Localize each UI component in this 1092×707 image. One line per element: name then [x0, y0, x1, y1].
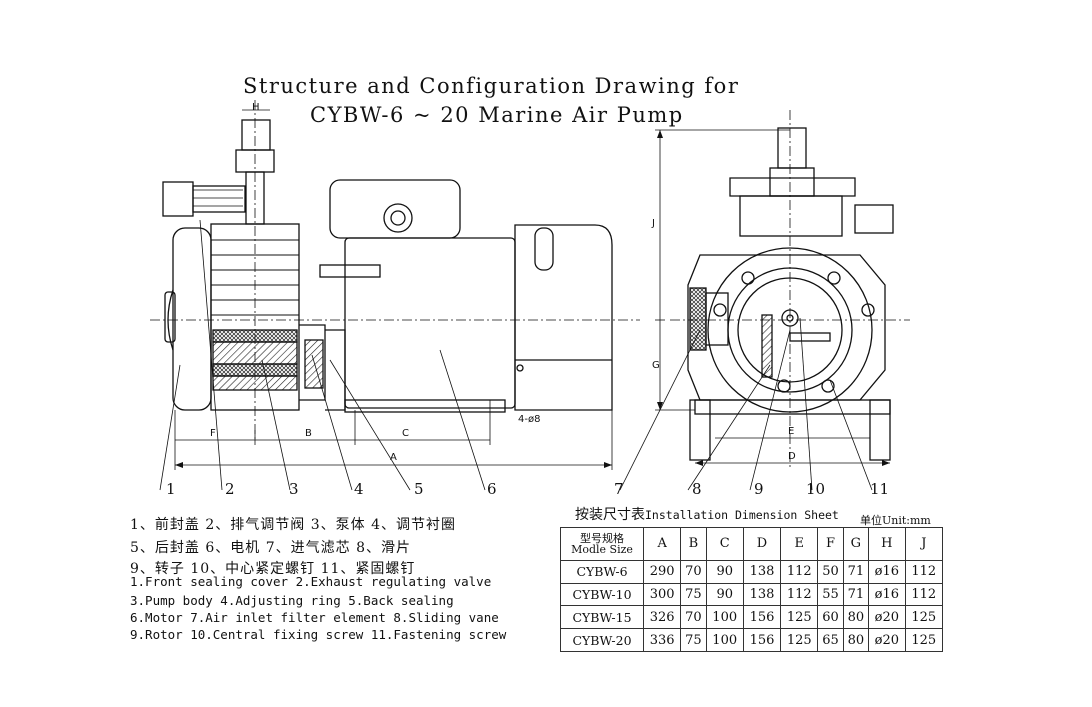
cell: ø16 [868, 559, 906, 584]
dim-label-f: F [210, 428, 216, 439]
cell: 290 [642, 559, 682, 584]
cell: 112 [904, 559, 944, 584]
sheet-unit: 单位Unit:mm [860, 514, 931, 527]
dim-label-g: G [652, 360, 660, 371]
row-model: CYBW-10 [560, 582, 644, 607]
sheet-title: 按装尺寸表Installation Dimension Sheet [575, 504, 839, 524]
table-row: CYBW-6 290 70 90 138 112 50 71 ø16 112 [560, 559, 944, 584]
cell: 125 [904, 628, 944, 652]
callout-3: 3 [289, 480, 299, 498]
legend-cn-line2: 5、后封盖 6、电机 7、进气滤芯 8、滑片 [130, 540, 411, 556]
front-sealing-cover [172, 227, 212, 411]
col-header-f: F [817, 527, 844, 561]
cell: 55 [817, 582, 844, 607]
cell: 326 [642, 605, 682, 630]
cell: 112 [780, 582, 819, 607]
table-row: CYBW-10 300 75 90 138 112 55 71 ø16 112 [560, 582, 944, 607]
cell: 300 [642, 582, 682, 607]
col-header-h: H [868, 527, 906, 561]
col-header-b: B [680, 527, 707, 561]
dim-label-a: A [390, 452, 397, 463]
cell: 65 [817, 628, 844, 652]
cell: 112 [780, 559, 819, 584]
cell: 80 [842, 605, 870, 630]
callout-8: 8 [692, 480, 702, 498]
col-header-d: D [742, 527, 782, 561]
col-header-g: G [842, 527, 870, 561]
callout-6: 6 [487, 480, 497, 498]
legend-cn-line1: 1、前封盖 2、排气调节阀 3、泵体 4、调节衬圈 [130, 517, 456, 533]
callout-11: 11 [870, 480, 890, 498]
dim-label-j: J [652, 218, 655, 229]
cell: 125 [780, 628, 819, 652]
sheet-title-cn: 按装尺寸表 [575, 507, 645, 523]
cell: 90 [705, 559, 744, 584]
cell: 100 [705, 605, 744, 630]
cell: 75 [680, 628, 707, 652]
drawing-title-line1: Structure and Configuration Drawing for [243, 74, 740, 98]
cell: ø16 [868, 582, 906, 607]
table-row: CYBW-20 336 75 100 156 125 65 80 ø20 125 [560, 628, 944, 652]
cell: 70 [680, 559, 707, 584]
table-row: CYBW-15 326 70 100 156 125 60 80 ø20 125 [560, 605, 944, 630]
callout-1: 1 [166, 480, 176, 498]
col-header-a: A [642, 527, 682, 561]
cell: 71 [842, 559, 870, 584]
legend-en-line1: 1.Front sealing cover 2.Exhaust regulati… [130, 574, 492, 589]
cell: 100 [705, 628, 744, 652]
dim-label-d: D [788, 451, 796, 462]
drawing-title-line2: CYBW-6 ~ 20 Marine Air Pump [310, 103, 684, 127]
motor-body [344, 237, 516, 409]
row-model: CYBW-15 [560, 605, 644, 630]
cell: 50 [817, 559, 844, 584]
model-header-cn: 型号规格 [580, 531, 624, 545]
cell: 90 [705, 582, 744, 607]
cell: ø20 [868, 605, 906, 630]
cell: 112 [904, 582, 944, 607]
cell: 80 [842, 628, 870, 652]
dim-label-e: E [788, 426, 795, 437]
callout-4: 4 [354, 480, 364, 498]
callout-5: 5 [414, 480, 424, 498]
legend-cn-line3: 9、转子 10、中心紧定螺钉 11、紧固螺钉 [130, 561, 416, 577]
legend-en-line4: 9.Rotor 10.Central fixing screw 11.Faste… [130, 627, 507, 642]
model-header: 型号规格 Modle Size [560, 527, 644, 561]
row-model: CYBW-20 [560, 628, 644, 652]
dim-label-b: B [305, 428, 312, 439]
legend-en-line2: 3.Pump body 4.Adjusting ring 5.Back seal… [130, 593, 454, 608]
cell: 125 [780, 605, 819, 630]
callout-7: 7 [614, 480, 624, 498]
sheet-title-en: Installation Dimension Sheet [645, 508, 839, 522]
cell: 71 [842, 582, 870, 607]
installation-dimension-table: 型号规格 Modle Size A B C D E F G H J CYBW-6… [560, 527, 944, 652]
col-header-c: C [705, 527, 744, 561]
cell: 125 [904, 605, 944, 630]
cell: 156 [742, 605, 782, 630]
callout-9: 9 [754, 480, 764, 498]
dim-label-c: C [402, 428, 409, 439]
cell: 70 [680, 605, 707, 630]
cell: 60 [817, 605, 844, 630]
pump-end-view [687, 127, 894, 461]
callout-2: 2 [225, 480, 235, 498]
cell: 156 [742, 628, 782, 652]
callout-10: 10 [806, 480, 826, 498]
cell: 138 [742, 559, 782, 584]
cell: ø20 [868, 628, 906, 652]
table-header-row: 型号规格 Modle Size A B C D E F G H J [560, 527, 944, 561]
legend-en-line3: 6.Motor 7.Air inlet filter element 8.Sli… [130, 610, 499, 625]
row-model: CYBW-6 [560, 559, 644, 584]
col-header-j: J [904, 527, 944, 561]
dim-label-holes: 4-ø8 [518, 414, 541, 425]
col-header-e: E [780, 527, 819, 561]
dim-label-h: H [252, 102, 260, 113]
cell: 75 [680, 582, 707, 607]
model-header-en: Modle Size [571, 542, 633, 556]
cell: 336 [642, 628, 682, 652]
cell: 138 [742, 582, 782, 607]
